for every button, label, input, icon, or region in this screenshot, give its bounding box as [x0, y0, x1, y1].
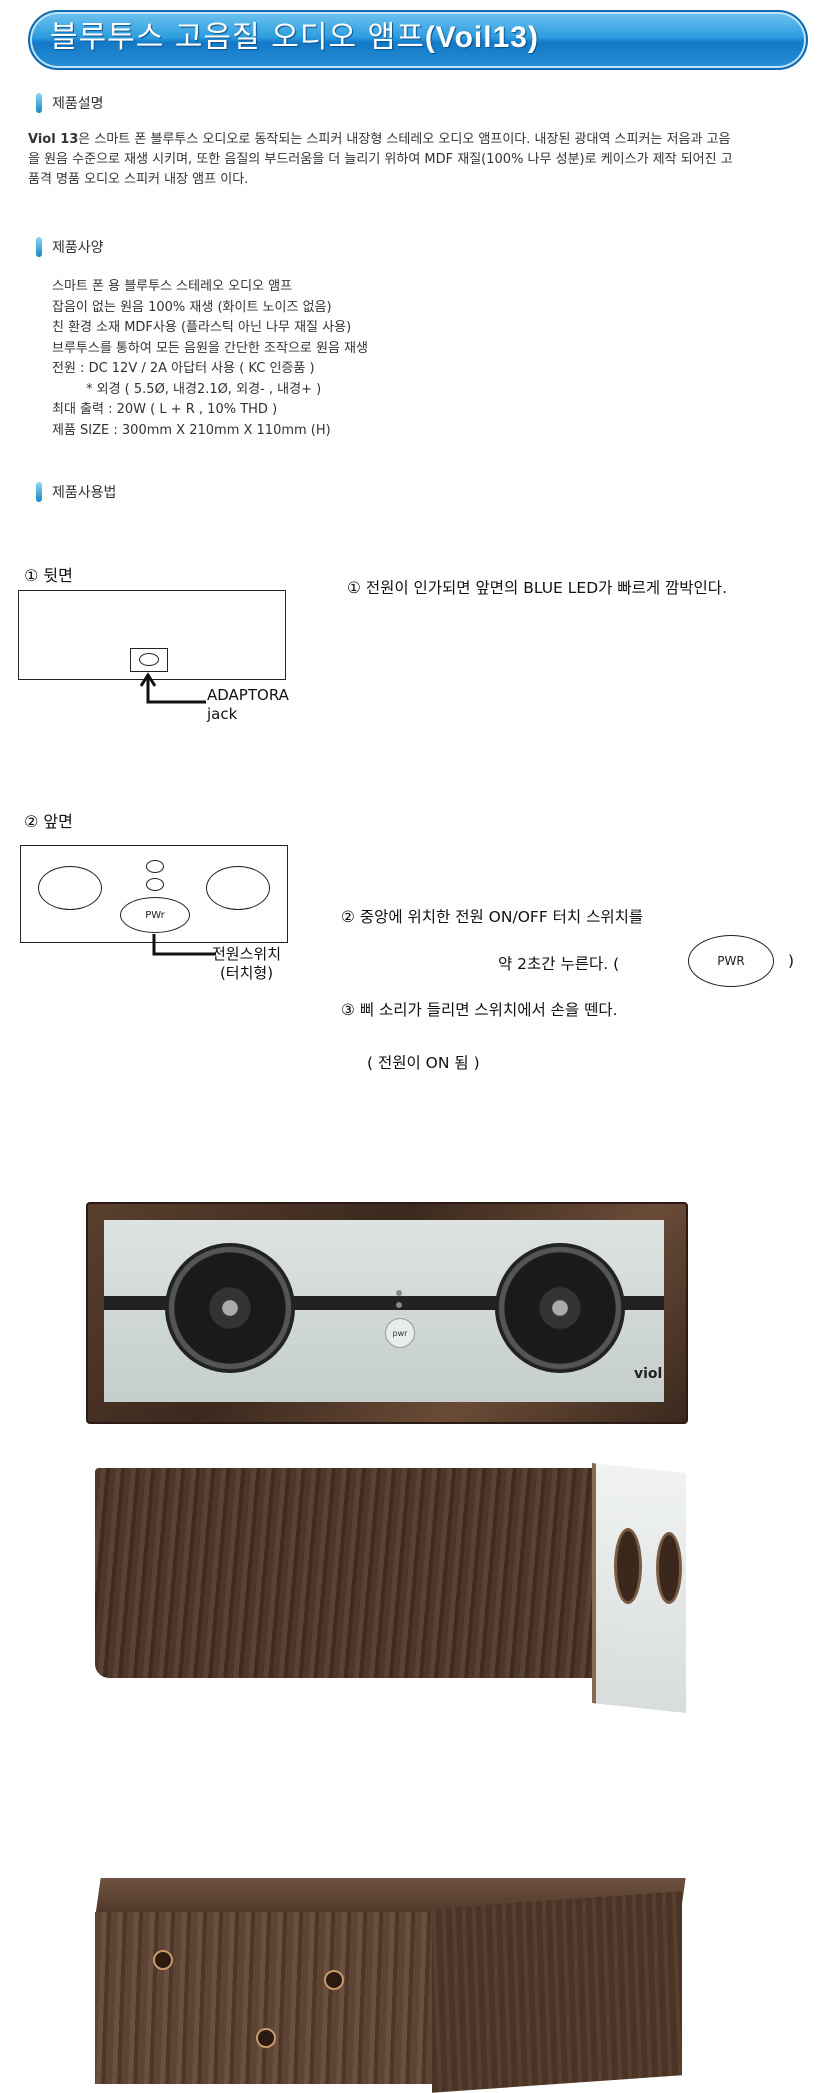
adaptor-jack-box: [130, 648, 168, 672]
right-speaker-icon: [206, 866, 270, 910]
front-label: ② 앞면: [24, 812, 73, 831]
spec-item: * 외경 ( 5.5Ø, 내경2.1Ø, 외경- , 내경+ ): [86, 381, 322, 397]
section-marker-icon: [36, 93, 42, 113]
product-photo-side: [95, 1468, 635, 1678]
brand-logo: viol: [634, 1366, 663, 1382]
step-2-text: ② 중앙에 위치한 전원 ON/OFF 터치 스위치를: [341, 908, 644, 926]
led-indicator-icon: [396, 1302, 402, 1308]
rear-label: ① 뒷면: [24, 566, 73, 585]
spec-item: 전원 : DC 12V / 2A 아답터 사용 ( KC 인증품 ): [52, 361, 315, 376]
adaptor-label: ADAPTORA jack: [207, 686, 289, 723]
left-speaker-icon: [38, 866, 102, 910]
step-2b-text: 약 2초간 누른다. (: [498, 955, 620, 973]
section-marker-icon: [36, 237, 42, 257]
section-heading-usage: 제품사용법: [36, 482, 116, 502]
led-indicator-icon: [146, 878, 164, 891]
step-3-text: ③ 삐 소리가 들리면 스위치에서 손을 뗀다.: [341, 1001, 618, 1019]
pwr-button-icon: PWR: [688, 935, 774, 987]
switch-label: 전원스위치 (터치형): [212, 945, 282, 982]
spec-item: 제품 SIZE : 300mm X 210mm X 110mm (H): [52, 422, 331, 438]
power-switch-diagram: PWr: [120, 897, 190, 933]
section-heading-description: 제품설명: [36, 93, 104, 113]
brand-name: Viol 13: [28, 132, 79, 147]
page-title: 블루투스 고음질 오디오 앰프(Voil13): [50, 20, 539, 55]
right-speaker-icon: [495, 1243, 625, 1373]
side-port-icon: [656, 1532, 682, 1604]
spec-item: 브루투스를 통하여 모든 음원을 간단한 조작으로 원음 재생: [52, 340, 368, 356]
pwr-touch-icon: pwr: [385, 1318, 415, 1348]
step-1-text: ① 전원이 인가되면 앞면의 BLUE LED가 빠르게 깜박인다.: [347, 579, 727, 597]
rear-hole-icon: [324, 1970, 344, 1990]
spec-item: 잡음이 없는 원음 100% 재생 (화이트 노이즈 없음): [52, 299, 332, 315]
spec-list: 스마트 폰 용 블루투스 스테레오 오디오 앰프 잡음이 없는 원음 100% …: [52, 277, 368, 441]
rear-side-panel: [432, 1891, 682, 2093]
left-speaker-icon: [165, 1243, 295, 1373]
spec-item: 스마트 폰 용 블루투스 스테레오 오디오 앰프: [52, 279, 293, 294]
rear-hole-icon: [256, 2028, 276, 2048]
side-port-icon: [614, 1528, 642, 1604]
section-heading-spec: 제품사양: [36, 237, 104, 257]
spec-item: 친 환경 소재 MDF사용 (플라스틱 아닌 나무 재질 사용): [52, 320, 352, 335]
model-name: (Voil13): [424, 21, 539, 54]
power-on-text: ( 전원이 ON 됨 ): [367, 1054, 480, 1072]
rear-arrow-icon: [140, 672, 206, 704]
step-2b-close: ): [788, 952, 795, 970]
rear-hole-icon: [153, 1950, 173, 1970]
product-photo-rear: [95, 1912, 435, 2084]
adaptor-jack-icon: [139, 653, 159, 666]
led-indicator-icon: [396, 1290, 402, 1296]
title-banner: [28, 10, 808, 70]
product-description: Viol 13은 스마트 폰 블루투스 오디오로 동작되는 스피커 내장형 스테…: [28, 132, 733, 187]
switch-arrow-icon: [152, 934, 216, 956]
led-indicator-icon: [146, 860, 164, 873]
section-marker-icon: [36, 482, 42, 502]
spec-item: 최대 출력 : 20W ( L + R , 10% THD ): [52, 402, 278, 417]
